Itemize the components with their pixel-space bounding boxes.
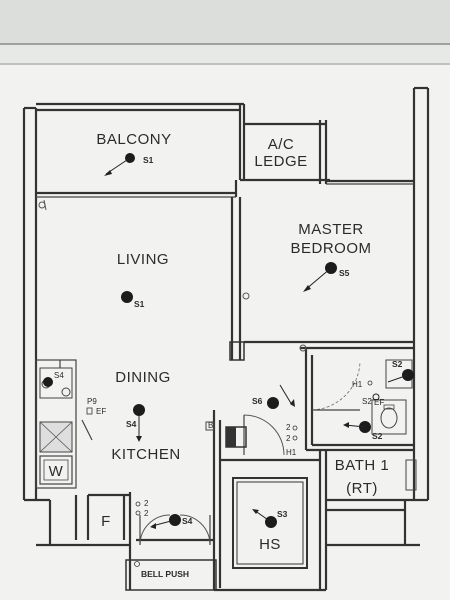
switch-icon-c (135, 501, 141, 507)
balcony-slider (36, 178, 414, 198)
paper-sheet (0, 65, 450, 600)
annotations: P9 EF H1 EF 2 2 H1 2 2 BELL PUSH B (86, 380, 384, 579)
room-ac-ledge-label-1: A/C (268, 136, 295, 153)
room-bath1-label-1: BATH 1 (335, 457, 389, 474)
kitchen-fixtures (35, 359, 93, 489)
switch-icon-d (135, 510, 141, 516)
point-bath-wall-label: S2 (392, 359, 403, 369)
point-master: S5 (303, 262, 350, 292)
heater-switch-icon (367, 380, 373, 386)
bathroom-fixtures (311, 359, 417, 491)
annotation-h1-bath: H1 (352, 380, 363, 389)
annotation-switch-2c: 2 (144, 499, 149, 508)
point-balcony: S1 (104, 153, 154, 176)
point-bath-wall: S2 (387, 359, 414, 383)
point-bath-mirror: S2 (362, 393, 380, 406)
room-master-bedroom-label-2: BEDROOM (290, 240, 371, 257)
point-bath-mirror-label: S2 (362, 397, 372, 406)
annotation-h1-corridor: H1 (286, 448, 297, 457)
point-entry: S4 (150, 514, 193, 529)
point-entry-label: S4 (182, 516, 193, 526)
point-s6: S6 (252, 384, 295, 409)
point-kitchen-label: S4 (126, 419, 137, 429)
room-master-bedroom-label-1: MASTER (298, 221, 364, 238)
annotation-ef-bath: EF (374, 398, 384, 407)
room-w-label: W (49, 463, 64, 480)
point-s6-label: S6 (252, 396, 263, 406)
annotation-ef-kitchen: EF (96, 407, 106, 416)
point-master-label: S5 (339, 268, 350, 278)
point-living-label: S1 (134, 299, 145, 309)
annotation-switch-2b: 2 (286, 434, 291, 443)
top-edge-shadow (0, 0, 450, 44)
point-bath-ceiling: S2 (343, 421, 383, 441)
room-hs-label: HS (259, 536, 281, 553)
point-bath-ceiling-label: S2 (372, 431, 383, 441)
annotation-box-b: B (208, 421, 213, 430)
room-ac-ledge-label-2: LEDGE (254, 153, 307, 170)
point-hs-label: S3 (277, 509, 288, 519)
annotation-p9: P9 (87, 397, 97, 406)
db-box-fill (226, 427, 236, 447)
room-kitchen-label: KITCHEN (111, 446, 180, 463)
interior-walls (36, 197, 420, 592)
point-kitchen: S4 (126, 404, 145, 442)
room-living-label: LIVING (117, 251, 169, 268)
annotation-switch-2d: 2 (144, 509, 149, 518)
exhaust-fan-icon (86, 407, 93, 415)
room-dining-label: DINING (115, 369, 171, 386)
point-dining-left: S4 (43, 371, 64, 387)
small-box (205, 421, 215, 431)
point-hs: S3 (252, 509, 288, 528)
outer-walls (22, 86, 430, 502)
point-balcony-label: S1 (143, 155, 154, 165)
room-bath1-label-2: (RT) (346, 480, 378, 497)
point-living: S1 (121, 291, 145, 309)
bell-push-icon (134, 561, 140, 567)
room-f-label: F (101, 513, 111, 530)
switch-icon-a (292, 425, 298, 431)
door-swings (38, 199, 307, 546)
annotation-switch-2a: 2 (286, 423, 291, 432)
switch-icon-b (292, 435, 298, 441)
point-dining-left-label: S4 (54, 371, 64, 380)
annotation-bell-push: BELL PUSH (141, 569, 189, 579)
room-balcony-label: BALCONY (96, 131, 171, 148)
